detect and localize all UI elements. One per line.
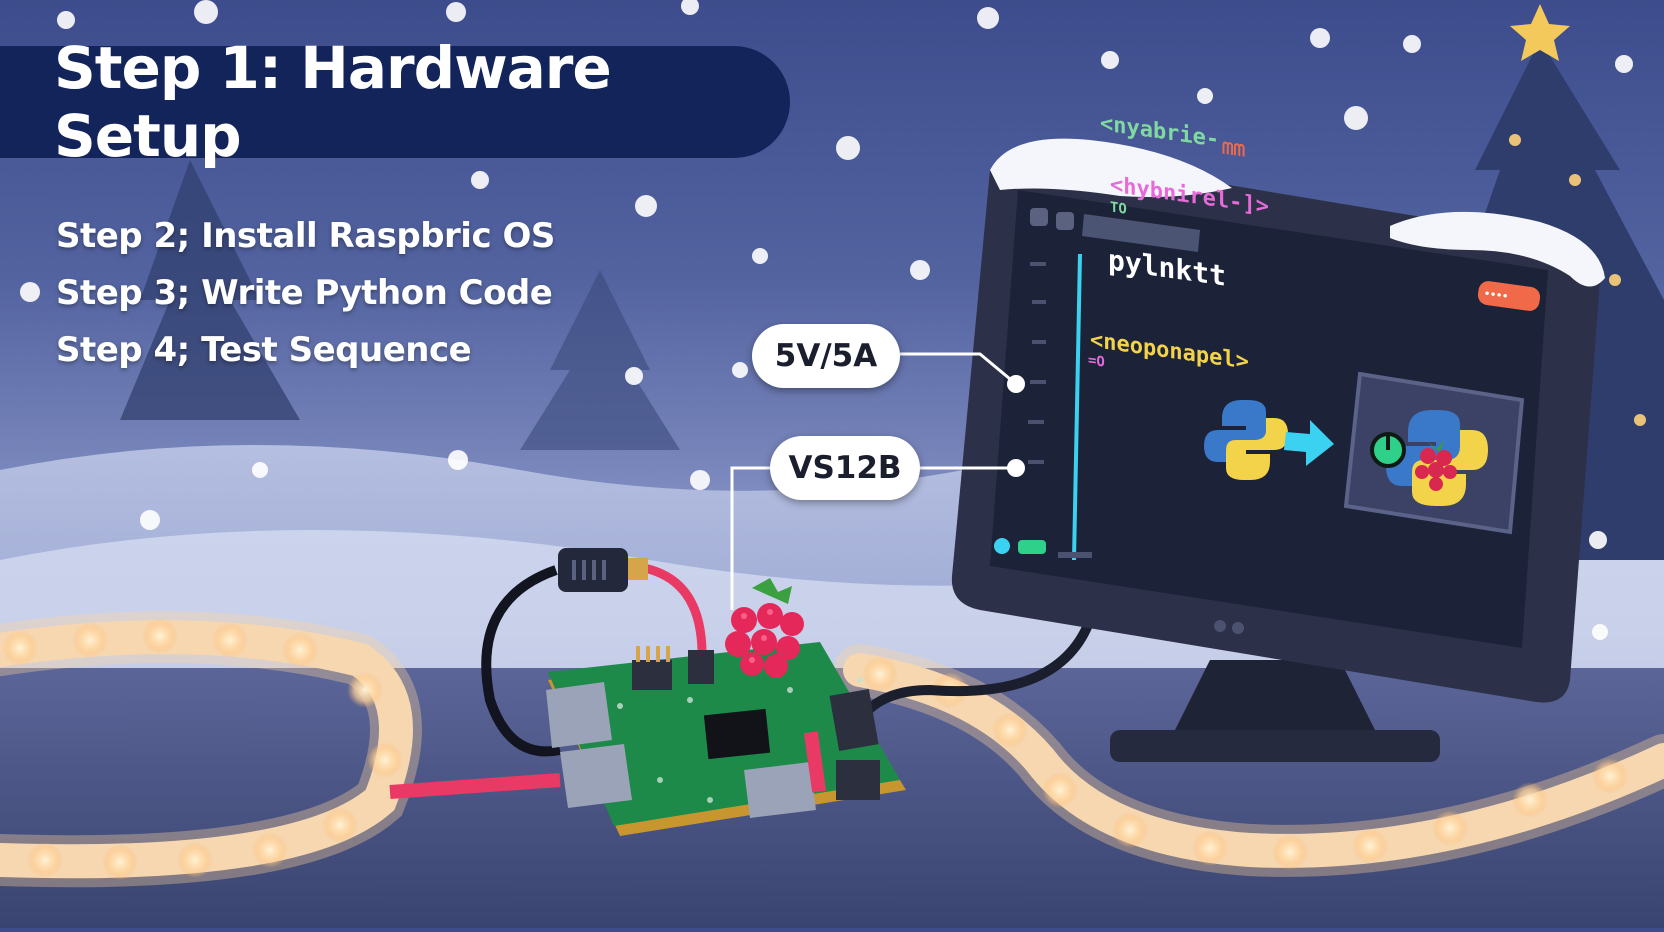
steps-list: Step 2; Install Raspbric OS Step 3; Writ… <box>56 208 555 379</box>
tree-left <box>120 160 300 420</box>
code-suffix-1: ᗰᗰ <box>1222 138 1245 160</box>
page-title: Step 1: Hardware Setup <box>54 34 612 170</box>
code-suffix-2: TO <box>1110 199 1127 217</box>
power-icon <box>1370 432 1406 468</box>
title-banner: Step 1: Hardware Setup <box>0 34 790 170</box>
step-item-3: Step 3; Write Python Code <box>56 273 553 313</box>
raspberry-small-icon <box>1415 448 1457 491</box>
star-icon <box>1510 4 1570 61</box>
tree-middle <box>520 270 680 450</box>
step-item-2: Step 2; Install Raspbric OS <box>56 216 555 256</box>
model-callout-label: VS12B <box>788 450 902 486</box>
led-strip-right <box>834 644 1664 877</box>
python-icon <box>1204 400 1288 480</box>
model-callout: VS12B <box>770 436 920 500</box>
arrow-right-icon <box>1284 420 1334 466</box>
led-strip-left <box>0 611 422 888</box>
step-item-4: Step 4; Test Sequence <box>56 330 472 370</box>
power-callout-label: 5V/5A <box>774 338 878 374</box>
raspberry-icon <box>725 578 804 678</box>
power-callout: 5V/5A <box>752 324 900 388</box>
raspberry-pi-board <box>546 642 906 836</box>
run-button-label: •••• <box>1483 289 1508 303</box>
code-suffix-3: =O <box>1088 352 1105 370</box>
